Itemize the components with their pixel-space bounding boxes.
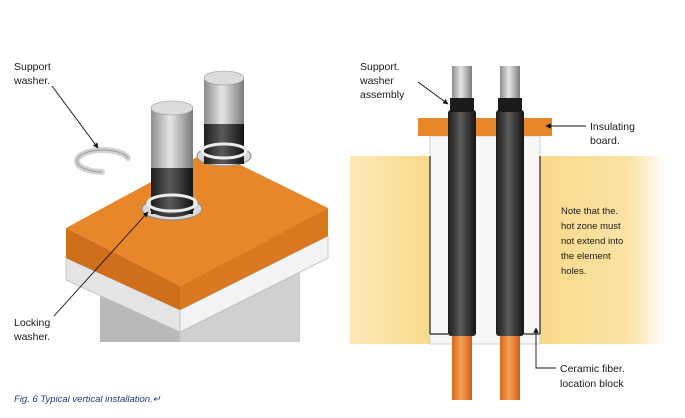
lead-left xyxy=(452,334,472,400)
washer-assembly-right xyxy=(498,98,522,112)
terminal-right xyxy=(500,66,520,106)
front-element-grey xyxy=(151,108,193,168)
element-right-dark xyxy=(496,110,524,336)
locking-washer-label: Locking washer. xyxy=(13,317,53,343)
right-section-figure xyxy=(350,66,666,400)
left-isometric-figure xyxy=(65,70,329,342)
front-element-dark xyxy=(151,164,193,214)
element-left-dark xyxy=(448,110,476,336)
figure-caption: Fig. 6 Typical vertical installation.↵ xyxy=(14,394,161,405)
insulating-board-callout: Insulating board. xyxy=(545,121,638,147)
lead-right xyxy=(500,334,520,400)
ceramic-fiber-label: Ceramic fiber. location block xyxy=(560,363,628,390)
ceramic-fiber-callout: Ceramic fiber. location block xyxy=(533,327,628,390)
hot-zone-note: Note that the. hot zone must not extend … xyxy=(561,206,626,277)
locking-washer-callout: Locking washer. xyxy=(13,211,149,343)
terminal-left xyxy=(452,66,472,106)
support-washer-assembly-callout: Support. washer assembly xyxy=(359,61,449,105)
hot-zone-right xyxy=(540,156,666,344)
orange-board-side xyxy=(180,208,328,310)
insulating-board-label: Insulating board. xyxy=(590,121,638,147)
insulating-board xyxy=(418,118,552,136)
hot-zone-note-text: Note that the. hot zone must not extend … xyxy=(561,206,626,277)
washer-assembly-left xyxy=(450,98,474,112)
back-element-grey xyxy=(204,78,244,124)
support-washer-label: Support washer. xyxy=(13,61,54,87)
orange-board-front xyxy=(66,228,180,310)
hot-zone-left xyxy=(350,156,430,344)
support-washer-assembly-label: Support. washer assembly xyxy=(359,61,405,101)
orange-board-top xyxy=(66,150,328,286)
support-washer-callout: Support washer. xyxy=(13,61,99,149)
